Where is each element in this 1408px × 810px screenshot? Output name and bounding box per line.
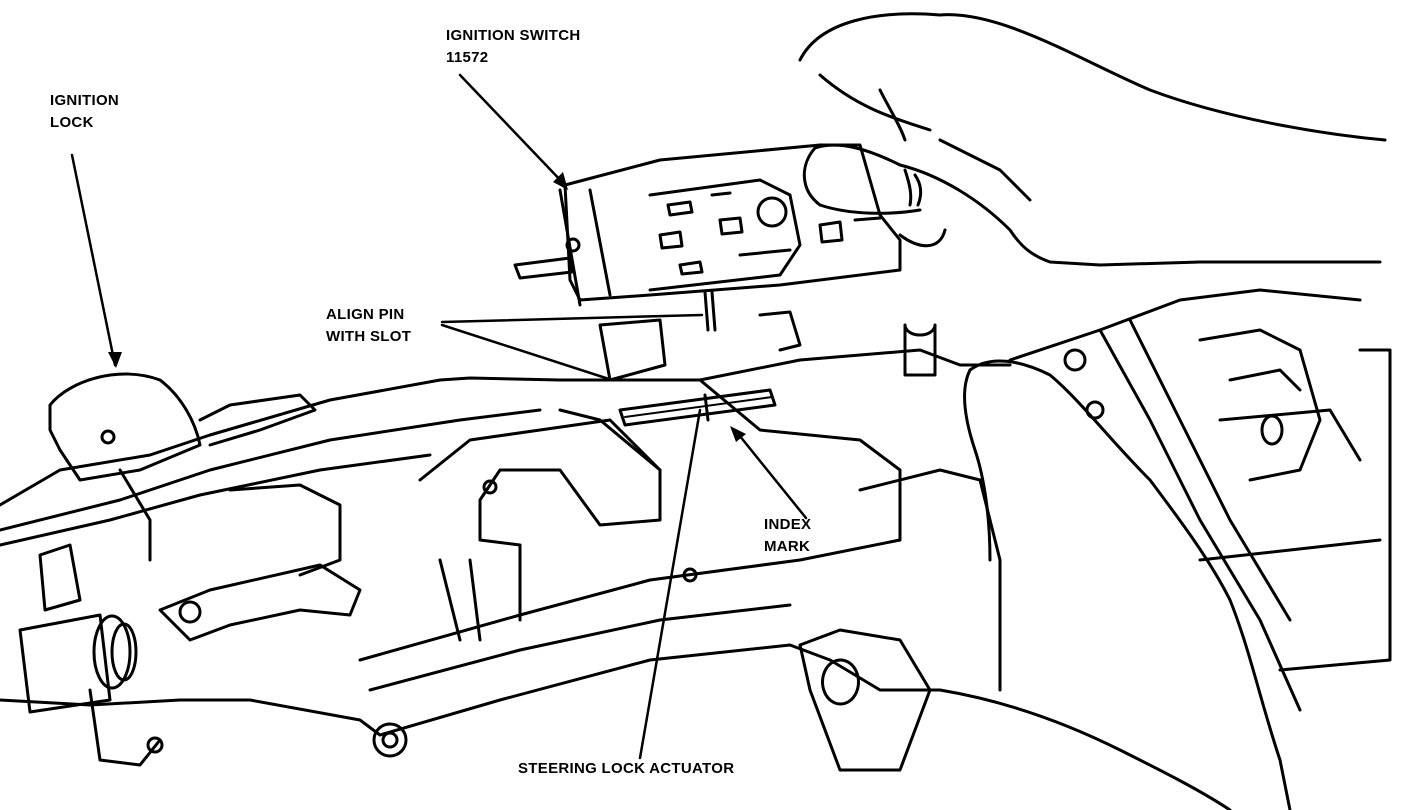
label-ignition-lock-line2: LOCK bbox=[50, 114, 94, 131]
label-align-pin-line2: WITH SLOT bbox=[326, 328, 412, 345]
hands bbox=[798, 12, 1387, 810]
leader-index-mark bbox=[733, 428, 808, 520]
arrow-index-mark bbox=[730, 426, 746, 442]
label-ignition-switch-line1: IGNITION SWITCH bbox=[446, 27, 581, 44]
label-index-mark: INDEX MARK bbox=[764, 514, 811, 558]
steering-lock-actuator-bar bbox=[618, 388, 777, 427]
steering-column bbox=[0, 348, 1012, 772]
label-ignition-switch-line2: 11572 bbox=[446, 49, 489, 66]
label-ignition-switch: IGNITION SWITCH 11572 bbox=[446, 25, 581, 69]
leader-lines bbox=[70, 73, 808, 760]
arrow-heads bbox=[108, 172, 746, 442]
label-index-mark-line2: MARK bbox=[764, 538, 811, 555]
leader-steering-lock-actuator bbox=[638, 408, 702, 760]
label-steering-lock-actuator-text: STEERING LOCK ACTUATOR bbox=[518, 760, 735, 777]
label-align-pin: ALIGN PIN WITH SLOT bbox=[326, 304, 411, 348]
label-align-pin-line1: ALIGN PIN bbox=[326, 306, 405, 323]
leader-ignition-switch bbox=[458, 73, 567, 187]
label-index-mark-line1: INDEX bbox=[764, 516, 812, 533]
arrow-ignition-switch bbox=[553, 172, 568, 190]
leader-align-pin-1 bbox=[440, 313, 704, 324]
leader-ignition-lock bbox=[70, 153, 117, 367]
leader-align-pin-2 bbox=[440, 323, 614, 382]
label-steering-lock-actuator: STEERING LOCK ACTUATOR bbox=[518, 758, 734, 780]
label-ignition-lock-line1: IGNITION bbox=[50, 92, 120, 109]
label-ignition-lock: IGNITION LOCK bbox=[50, 90, 119, 134]
ignition-switch bbox=[513, 143, 937, 382]
right-assembly bbox=[1008, 288, 1392, 712]
arrow-ignition-lock bbox=[108, 352, 122, 368]
